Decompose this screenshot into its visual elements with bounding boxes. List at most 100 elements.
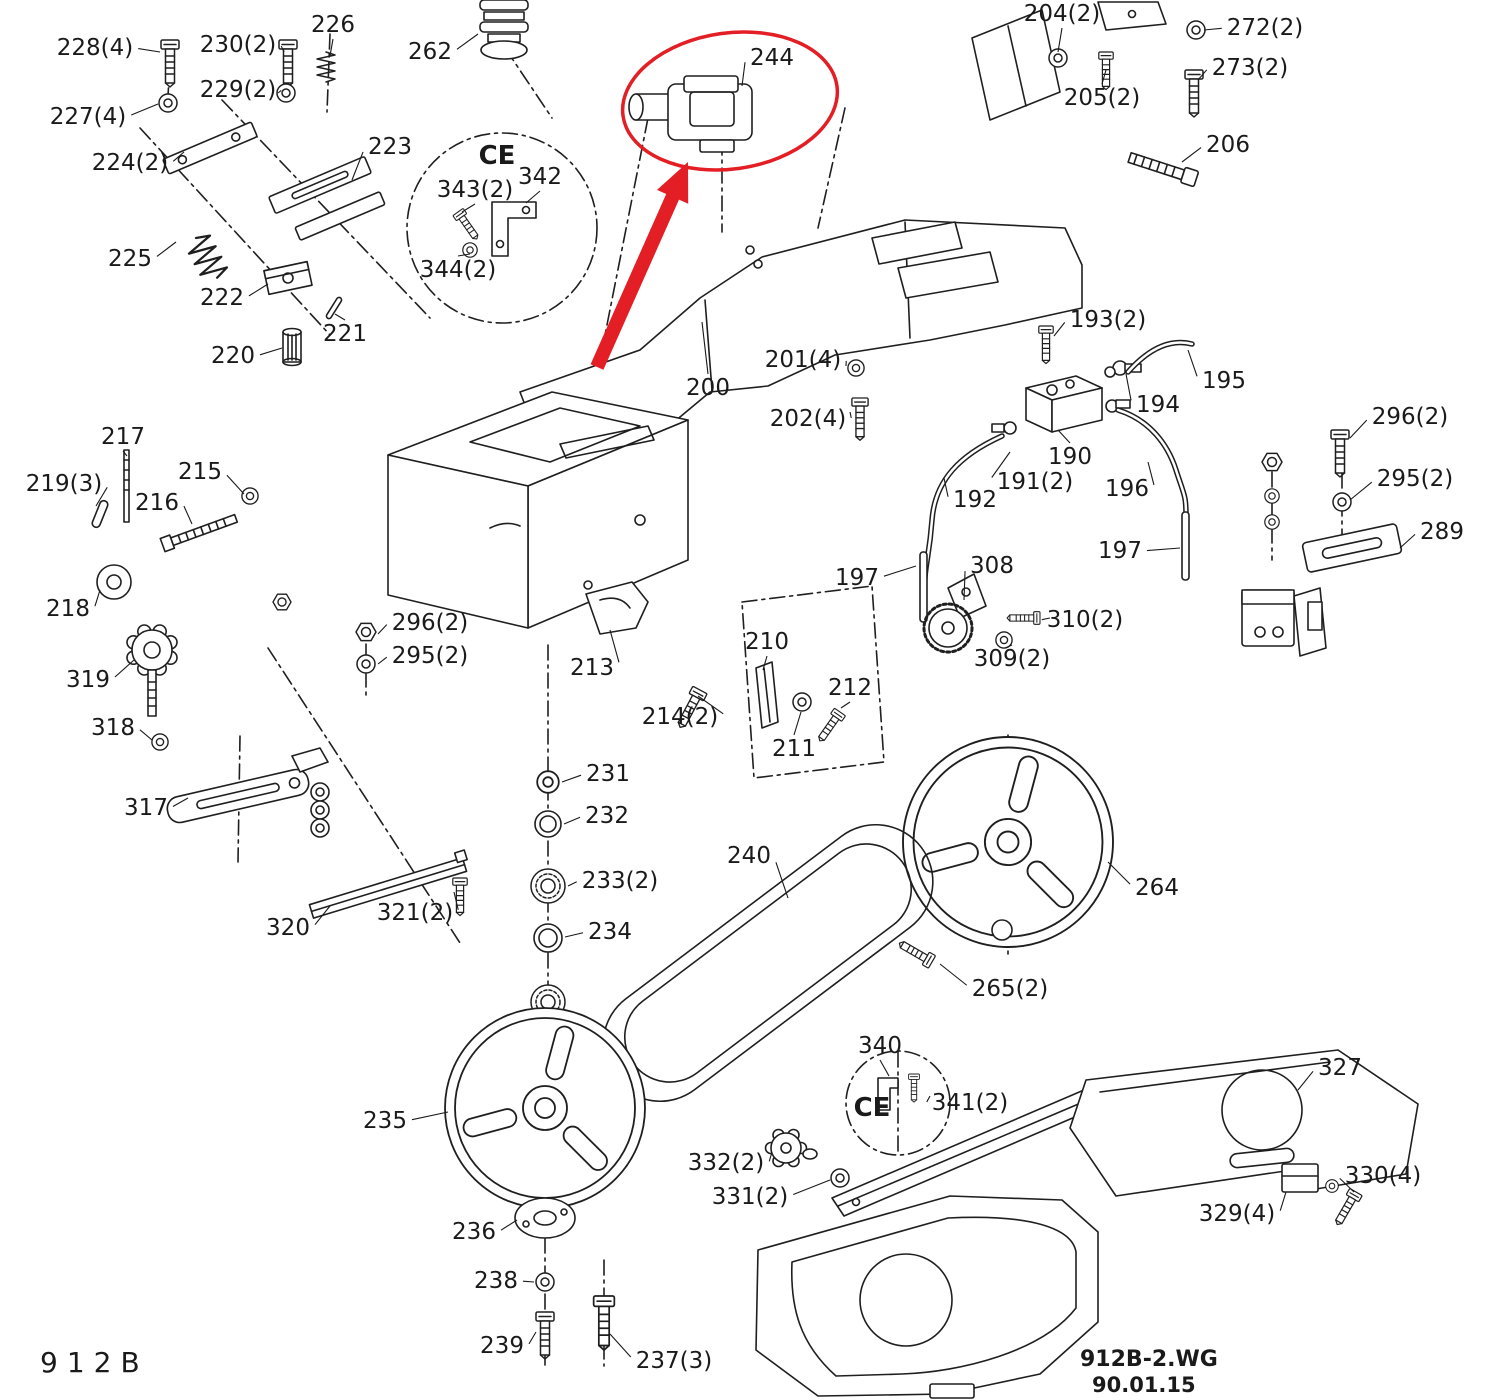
rod-197-left <box>919 551 928 623</box>
part-label: 197 <box>835 565 879 591</box>
screw-228 <box>160 39 180 88</box>
leader-line <box>609 629 620 663</box>
block-222 <box>263 260 313 296</box>
plate-223b <box>294 191 386 241</box>
ring-232 <box>534 810 562 838</box>
part-label: 227(4) <box>50 104 126 130</box>
cluster-plate-210 <box>741 585 885 779</box>
leader-line <box>457 253 471 257</box>
part-label: 229(2) <box>200 77 276 103</box>
part-label: 272(2) <box>1227 15 1303 41</box>
screw-330 <box>1330 1187 1363 1229</box>
part-label: 239 <box>480 1333 524 1359</box>
leader-line <box>775 862 789 899</box>
screw-193 <box>1038 325 1054 365</box>
leader-line <box>1203 27 1222 31</box>
cluster-flange-236 <box>514 1197 616 1360</box>
wheel-235 <box>444 1007 646 1209</box>
part-label: 212 <box>828 675 872 701</box>
rod-197-right <box>1181 511 1190 581</box>
highlight-group <box>590 30 840 370</box>
leader-line <box>762 655 768 671</box>
leader-line <box>277 90 282 94</box>
leader-line <box>943 477 949 497</box>
leader-line <box>500 1219 518 1231</box>
leader-line <box>131 103 159 116</box>
leader-line <box>701 321 709 375</box>
part-label: 230(2) <box>200 32 276 58</box>
plate-224 <box>162 121 258 175</box>
part-label: 331(2) <box>712 1184 788 1210</box>
leader-line <box>849 411 852 419</box>
part-label: 214(2) <box>642 704 718 730</box>
part-label: 295(2) <box>392 643 468 669</box>
leader-line <box>879 1059 890 1077</box>
part-label: 234 <box>588 919 632 945</box>
leader-line <box>522 1280 535 1283</box>
washer-201 <box>847 359 865 377</box>
bearing-stack <box>530 770 566 1020</box>
fitting-191 <box>991 421 1017 435</box>
leader-line <box>138 48 161 53</box>
cluster-tension-left <box>91 449 468 919</box>
arm-317 <box>166 768 310 824</box>
part-label: 219(3) <box>26 471 102 497</box>
washer-229 <box>276 83 296 103</box>
part-label: 231 <box>586 761 630 787</box>
rod-217 <box>123 449 130 523</box>
part-label: 196 <box>1105 476 1149 502</box>
leader-line <box>1399 533 1416 549</box>
knob-262 <box>479 0 529 60</box>
washer-331 <box>830 1168 850 1188</box>
valve-block-190 <box>1025 375 1103 433</box>
part-label: 320 <box>266 915 310 941</box>
leader-line <box>377 656 388 665</box>
leader-line <box>1181 147 1202 163</box>
washer-227 <box>158 93 178 113</box>
leader-line <box>840 701 851 709</box>
leader-line <box>1297 1070 1314 1091</box>
saw-bed <box>755 1195 1099 1399</box>
ce-detail-circle-top <box>406 132 598 324</box>
part-label: 210 <box>745 629 789 655</box>
washer-272 <box>1186 20 1206 40</box>
part-244-switch <box>628 75 753 153</box>
part-label: 195 <box>1202 368 1246 394</box>
washer-318 <box>151 733 169 751</box>
leader-line <box>1004 644 1013 649</box>
plate-223a <box>268 156 372 214</box>
screw-202 <box>851 397 869 442</box>
leader-line <box>991 451 1011 478</box>
nut-296-left <box>355 622 377 642</box>
rod-216 <box>159 513 239 553</box>
leader-line <box>95 487 108 507</box>
part-label: 343(2) <box>437 177 513 203</box>
leader-line <box>1349 419 1368 439</box>
screw-237 <box>592 1295 616 1351</box>
leader-line <box>1107 861 1131 885</box>
part-label: 296(2) <box>392 610 468 636</box>
leader-line <box>793 1179 831 1195</box>
cluster-fasteners-top-left <box>158 39 386 367</box>
leader-line <box>528 1331 537 1345</box>
leader-line <box>1101 69 1107 85</box>
screw-239 <box>535 1311 555 1360</box>
bolt-206 <box>1127 151 1199 188</box>
roller-bracket <box>291 747 330 838</box>
part-label: 205(2) <box>1064 85 1140 111</box>
leader-line <box>609 1333 632 1358</box>
hub-hole-264 <box>991 919 1013 941</box>
leader-line <box>314 905 331 926</box>
leader-line <box>172 151 185 162</box>
leader-line <box>453 891 459 910</box>
part-label: 340 <box>858 1033 902 1059</box>
screw-212 <box>813 707 847 746</box>
leader-line <box>883 565 917 577</box>
part-label: 342 <box>518 164 562 190</box>
pulley-218 <box>96 564 132 600</box>
cluster-knob-332 <box>764 1128 850 1188</box>
wheel-264 <box>902 736 1114 948</box>
leader-line <box>561 774 582 783</box>
part-label: 330(4) <box>1345 1163 1421 1189</box>
